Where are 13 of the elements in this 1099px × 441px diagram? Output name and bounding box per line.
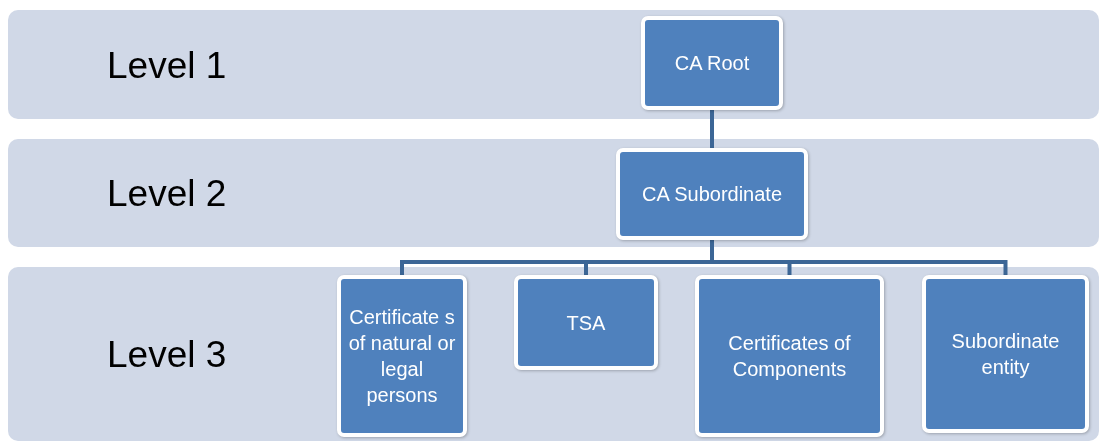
- level-label: Level 1: [107, 46, 227, 84]
- process-box: Subordinate entity: [922, 275, 1089, 433]
- level-band: [8, 10, 1099, 119]
- process-box: Certificates of Components: [695, 275, 884, 437]
- process-box: CA Subordinate: [616, 148, 808, 240]
- process-box: TSA: [514, 275, 658, 370]
- process-box: Certificate s of natural or legal persons: [337, 275, 467, 437]
- level-label: Level 2: [107, 175, 227, 212]
- connector-line: [710, 110, 714, 148]
- level-label: Level 3: [107, 336, 227, 373]
- process-box: CA Root: [641, 16, 783, 110]
- level-band: [8, 267, 1099, 441]
- level-band: [8, 139, 1099, 247]
